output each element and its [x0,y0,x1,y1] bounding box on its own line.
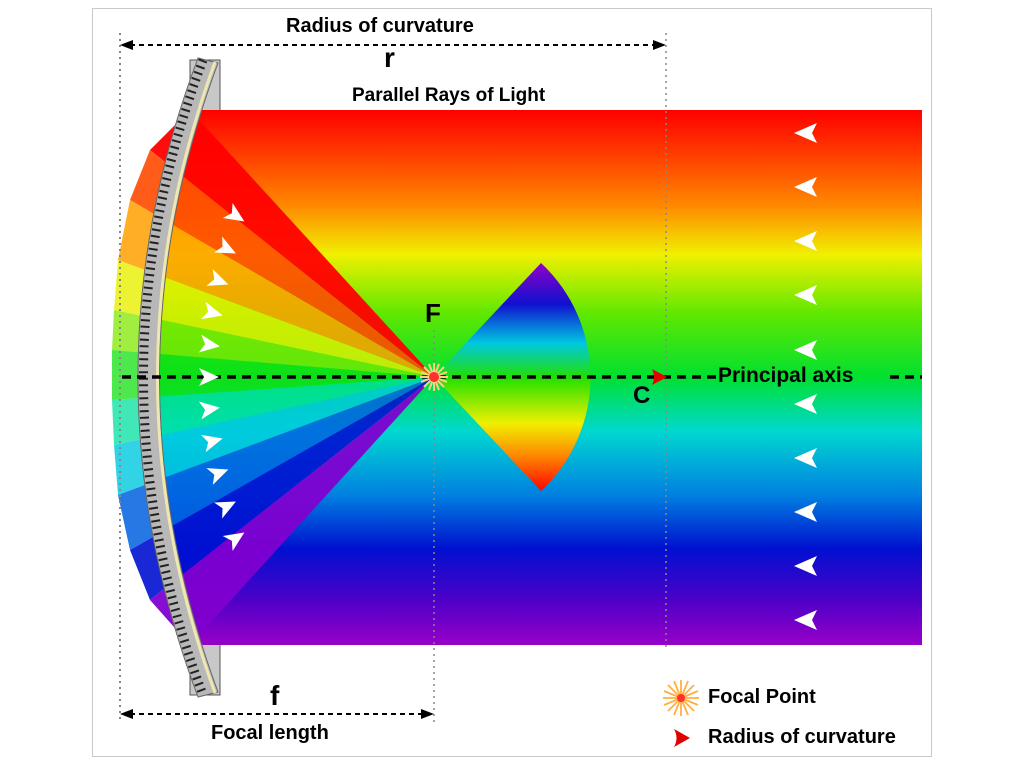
legend-starburst-icon [663,680,699,716]
arrow-left-icon [794,340,817,360]
center-of-curvature-marker-icon [652,369,667,385]
arrowhead-left-icon [120,709,133,719]
arrowhead-right-icon [653,40,666,50]
legend-radius-label: Radius of curvature [708,726,896,748]
legend-focal-point-label: Focal Point [708,686,816,708]
arrow-left-icon [794,231,817,251]
arrow-left-icon [794,285,817,305]
r-symbol-label: r [384,42,395,73]
focal-length-label: Focal length [211,722,329,744]
converging-fan [112,110,434,645]
arrow-left-icon [794,123,817,143]
arrow-left-icon [794,394,817,414]
arrow-left-icon [794,556,817,576]
arrow-left-icon [794,502,817,522]
reflected-ray-arrows [198,202,245,552]
parallel-rays-label: Parallel Rays of Light [352,85,546,106]
incoming-ray-arrows [794,123,817,630]
f-symbol-label: f [270,680,280,711]
principal-axis-label: Principal axis [718,364,854,387]
radius-of-curvature-label: Radius of curvature [286,15,474,37]
arrow-left-icon [794,448,817,468]
arrowhead-right-icon [421,709,434,719]
arrow-left-icon [794,610,817,630]
legend-triangle-icon [674,729,690,747]
arrowhead-left-icon [120,40,133,50]
focal-point-starburst-icon [420,363,448,391]
center-label: C [633,382,651,409]
focal-point-label: F [425,298,441,328]
arrow-left-icon [794,177,817,197]
